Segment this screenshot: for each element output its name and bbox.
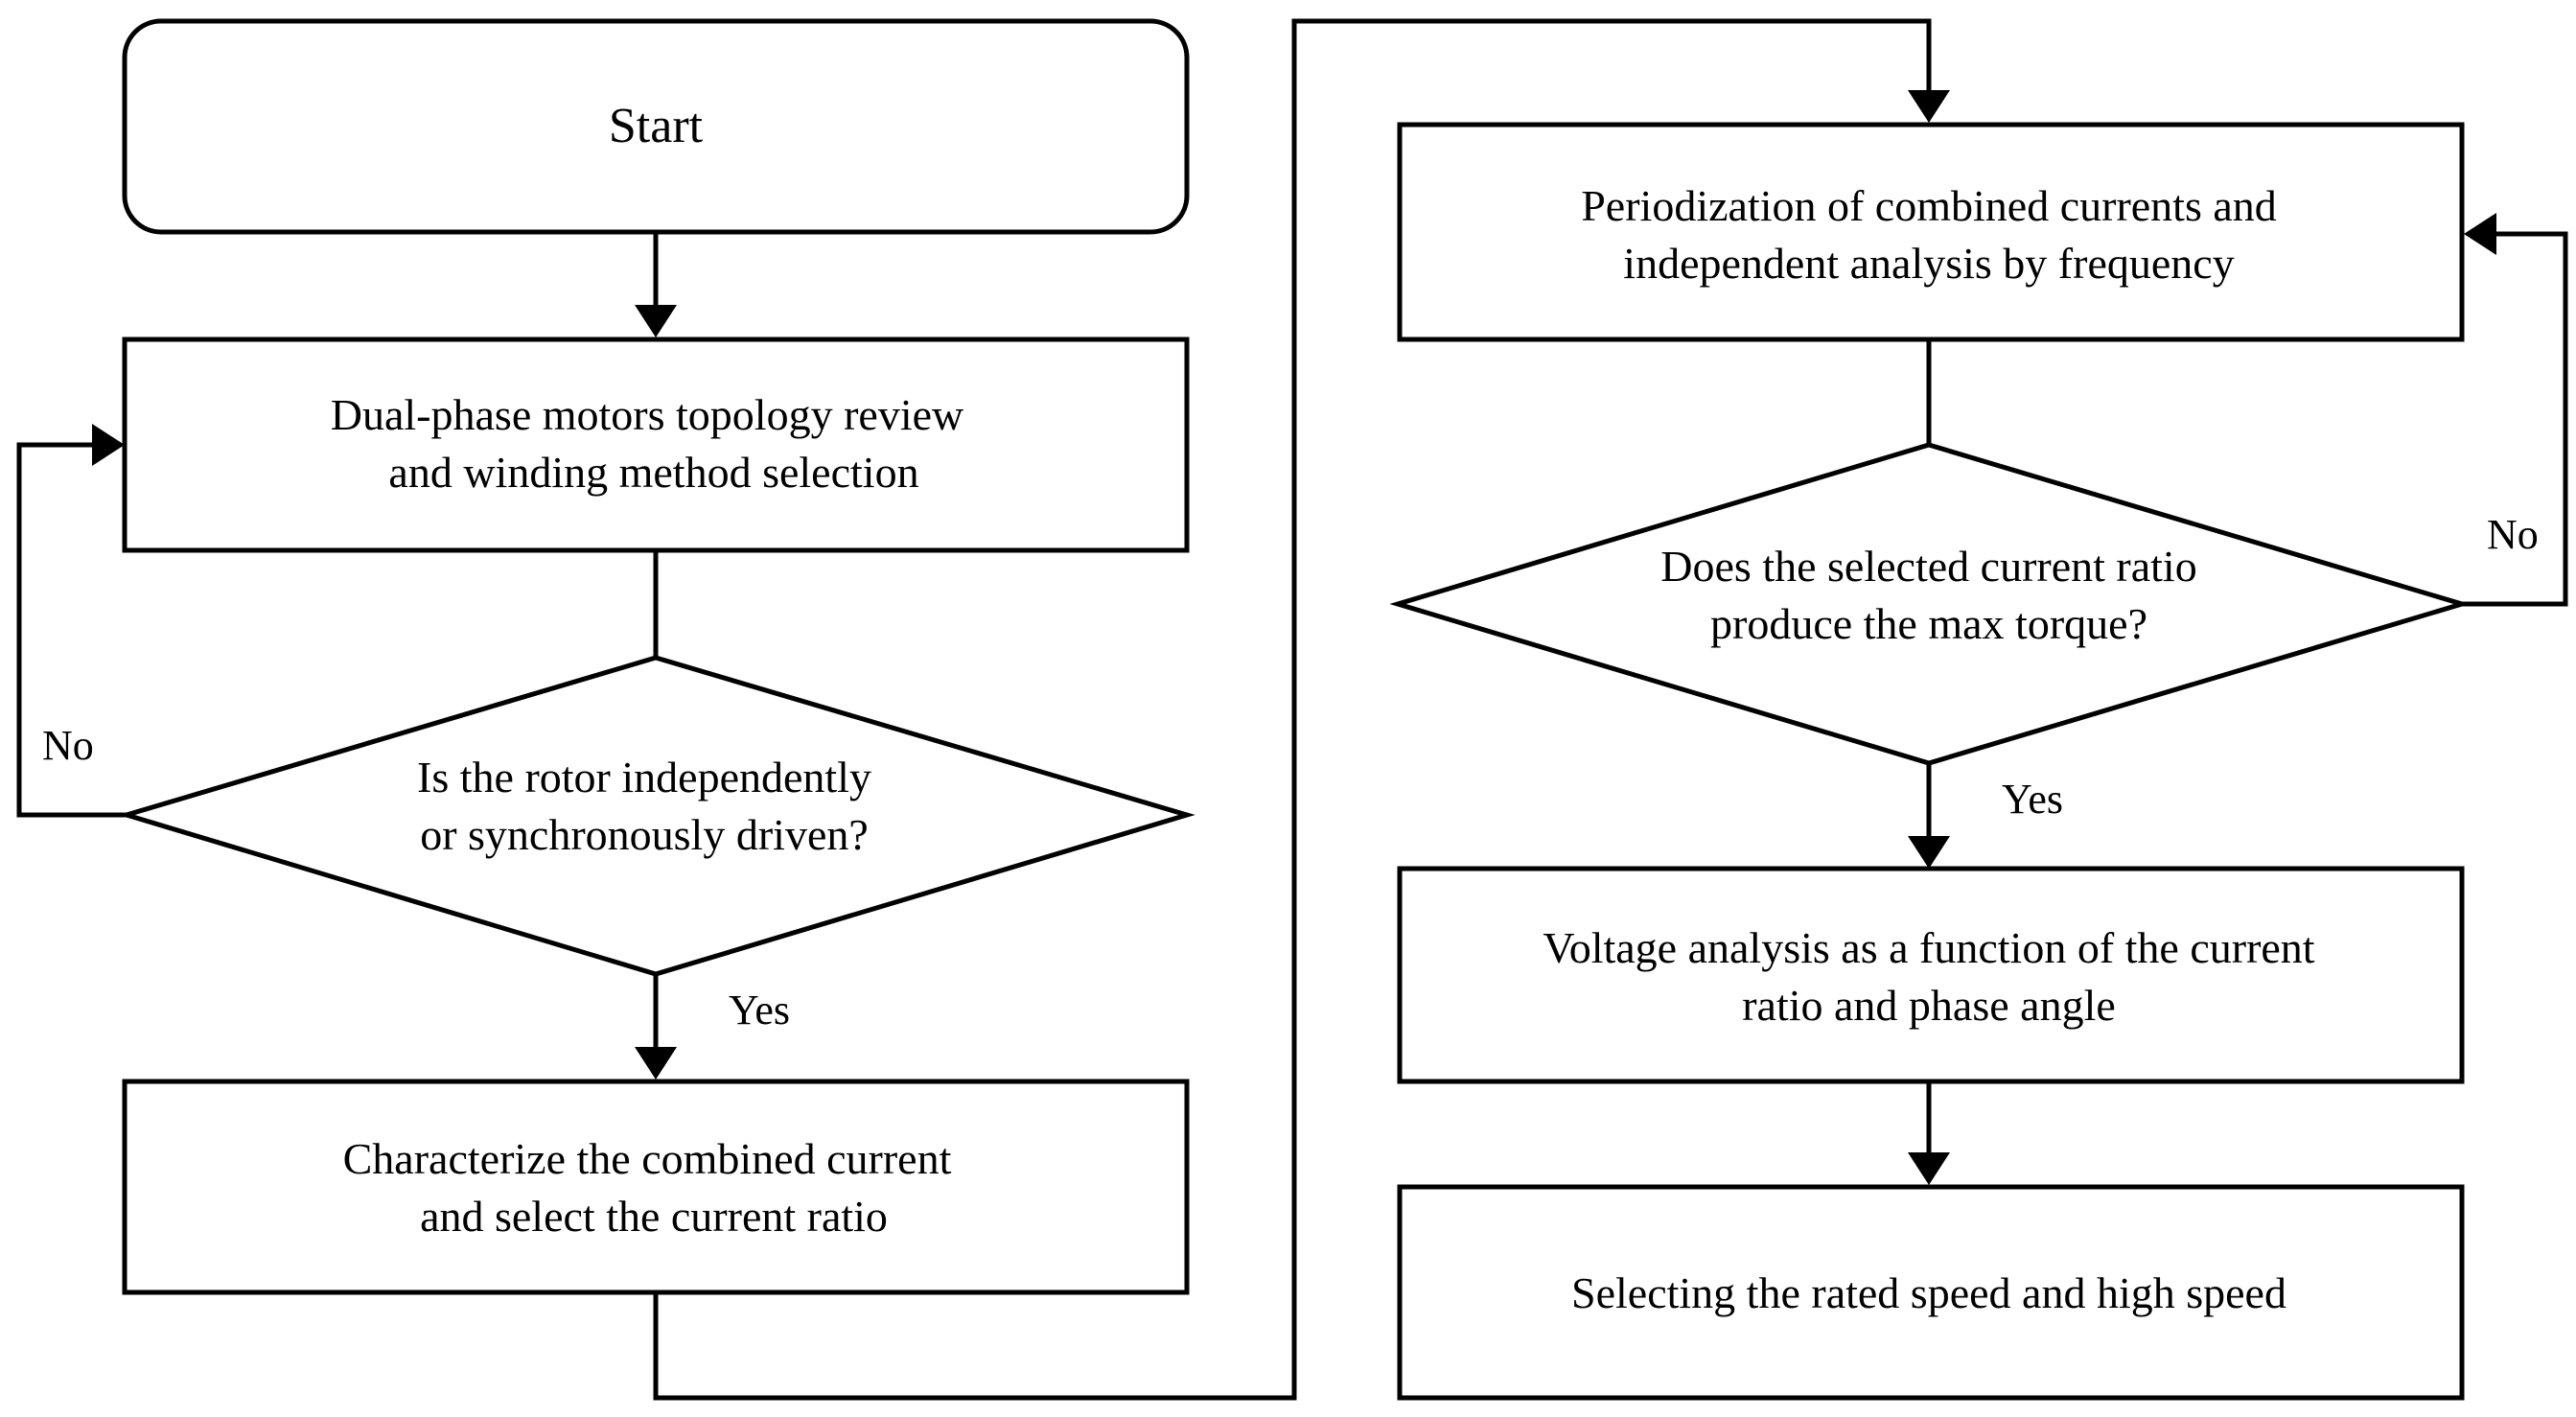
- periodization-box: [1397, 122, 2465, 342]
- topology-review-line1: Dual-phase motors topology review: [331, 390, 964, 439]
- topology-review-box: [122, 337, 1190, 553]
- torque-yes-label: Yes: [2002, 776, 2063, 823]
- periodization-line1: Periodization of combined currents and: [1581, 181, 2277, 230]
- periodization-line2: independent analysis by frequency: [1623, 239, 2234, 288]
- speed-selection-label: Selecting the rated speed and high speed: [1571, 1268, 2286, 1317]
- rotor-no-loop-connector: [16, 442, 127, 818]
- start-label: Start: [609, 99, 704, 153]
- start-to-topology-arrowhead: [635, 305, 677, 337]
- torque-yes-arrowhead: [1908, 836, 1950, 869]
- voltage-analysis-line1: Voltage analysis as a function of the cu…: [1543, 923, 2314, 972]
- rotor-no-loop-arrowhead: [92, 424, 125, 466]
- voltage-analysis-box: [1397, 866, 2465, 1084]
- max-torque-question-line2: produce the max torque?: [1710, 599, 2147, 648]
- max-torque-question-line1: Does the selected current ratio: [1660, 542, 2196, 591]
- rotor-drive-question-line1: Is the rotor independently: [417, 753, 871, 801]
- characterize-current-line2: and select the current ratio: [420, 1192, 888, 1241]
- voltage-to-speed-arrowhead: [1908, 1152, 1950, 1185]
- rotor-yes-arrowhead: [635, 1047, 677, 1080]
- torque-no-loop-connector: [2462, 231, 2568, 607]
- voltage-analysis-line2: ratio and phase angle: [1742, 981, 2116, 1030]
- rotor-drive-question-line2: or synchronously driven?: [420, 810, 869, 859]
- torque-no-loop-arrowhead: [2464, 213, 2496, 255]
- left-to-right-column-arrowhead: [1908, 90, 1950, 123]
- rotor-no-label: No: [42, 722, 94, 769]
- characterize-current-box: [122, 1079, 1190, 1295]
- torque-no-label: No: [2487, 511, 2539, 558]
- topology-review-line2: and winding method selection: [388, 448, 918, 497]
- characterize-current-line1: Characterize the combined current: [343, 1134, 952, 1183]
- left-to-right-column-connector: [653, 18, 1932, 1401]
- speed-selection-box: [1397, 1184, 2465, 1401]
- rotor-yes-label: Yes: [729, 987, 790, 1034]
